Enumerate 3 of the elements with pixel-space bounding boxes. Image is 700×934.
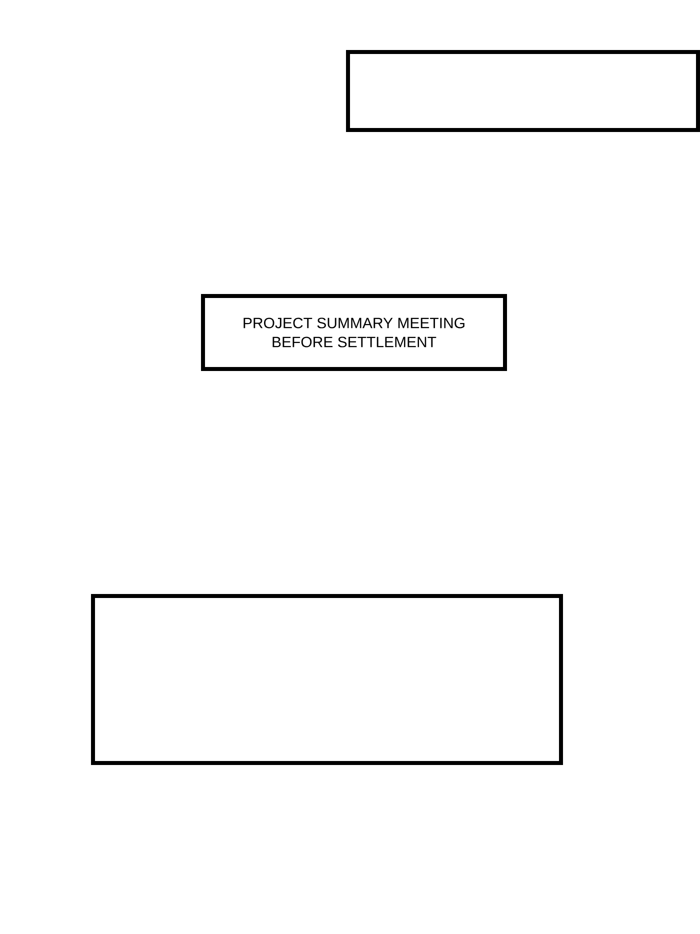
empty-box	[346, 50, 700, 132]
text-box: PROJECT SUMMARY MEETING BEFORE SETTLEMENT	[201, 294, 507, 371]
empty-box	[91, 594, 563, 765]
